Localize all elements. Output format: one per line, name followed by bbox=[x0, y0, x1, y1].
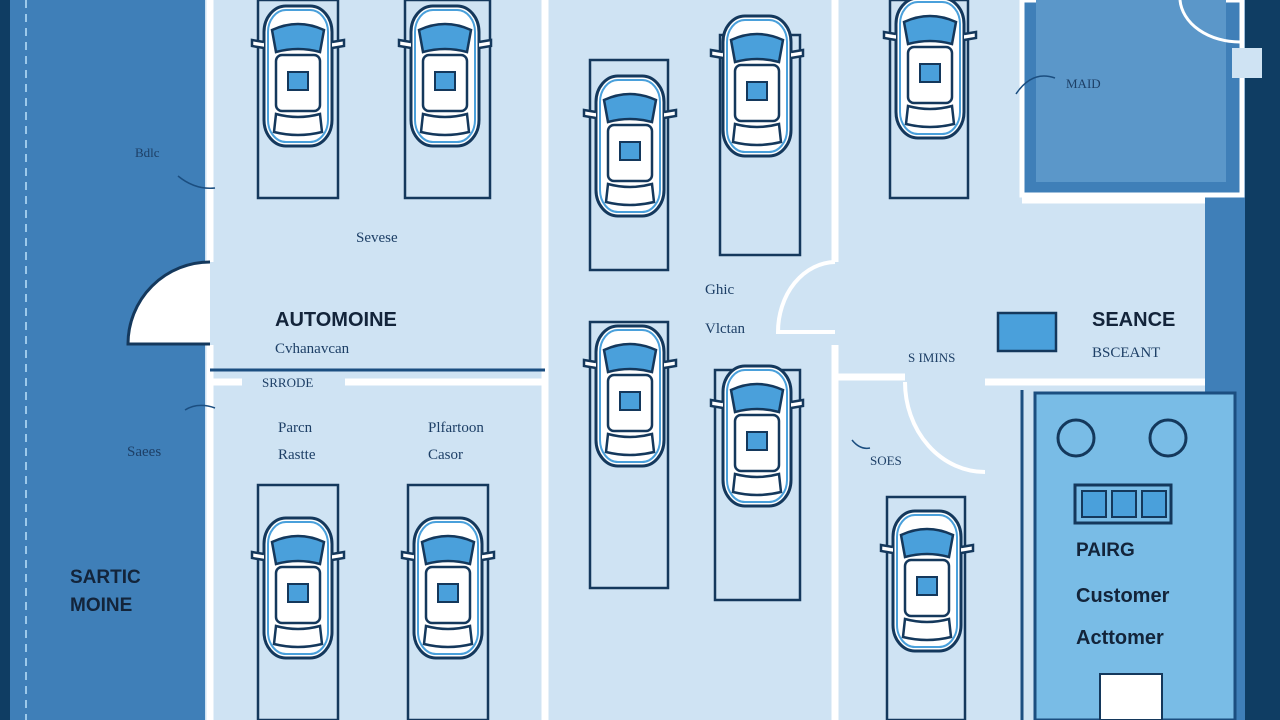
walls bbox=[206, 0, 1205, 720]
customer-lounge bbox=[1033, 391, 1237, 720]
left-corridor bbox=[10, 0, 205, 720]
lounge-line-1: Customer bbox=[1076, 585, 1170, 607]
door-arc-center bbox=[775, 260, 836, 334]
main-subtitle: Cvhanavcan bbox=[275, 341, 350, 357]
door-arc-service bbox=[903, 381, 986, 474]
main-title: AUTOMOINE bbox=[275, 309, 397, 331]
leader-lines bbox=[177, 75, 1056, 450]
car-3 bbox=[582, 74, 678, 218]
bay-right-label-2: Casor bbox=[428, 447, 463, 463]
lounge-title: PAIRG bbox=[1076, 540, 1135, 561]
top-right-note: MAID bbox=[1066, 76, 1101, 91]
lounge-furniture bbox=[1056, 418, 1188, 525]
car-7 bbox=[709, 364, 805, 508]
service-bay-note: SOES bbox=[870, 453, 902, 468]
car-1 bbox=[250, 4, 346, 148]
lane-label-1: Ghic bbox=[705, 282, 735, 298]
side-note-1: Bdlc bbox=[135, 145, 160, 160]
lounge-line-2: Acttomer bbox=[1076, 627, 1164, 649]
service-note: S IMINS bbox=[908, 350, 955, 365]
bay-left-label-1: Parcn bbox=[278, 420, 313, 436]
car-5 bbox=[882, 0, 978, 140]
car-8 bbox=[250, 516, 346, 660]
car-4 bbox=[709, 14, 805, 158]
car-10 bbox=[879, 509, 975, 653]
corridor-title-2: MOINE bbox=[70, 595, 132, 616]
door-label: SRRODE bbox=[262, 375, 313, 390]
bay-right-label-1: Plfartoon bbox=[428, 420, 484, 436]
lane-label-2: Vlctan bbox=[705, 321, 745, 337]
car-6 bbox=[582, 324, 678, 468]
service-title: SEANCE bbox=[1092, 309, 1175, 331]
top-left-note: Sevese bbox=[356, 230, 398, 246]
door-arc-left bbox=[126, 260, 211, 346]
service-subtitle: BSCEANT bbox=[1092, 345, 1160, 361]
bay-left-label-2: Rastte bbox=[278, 447, 316, 463]
corridor-title-1: SARTIC bbox=[70, 567, 141, 588]
car-2 bbox=[397, 4, 493, 148]
side-note-2: Saees bbox=[127, 444, 161, 460]
car-9 bbox=[400, 516, 496, 660]
